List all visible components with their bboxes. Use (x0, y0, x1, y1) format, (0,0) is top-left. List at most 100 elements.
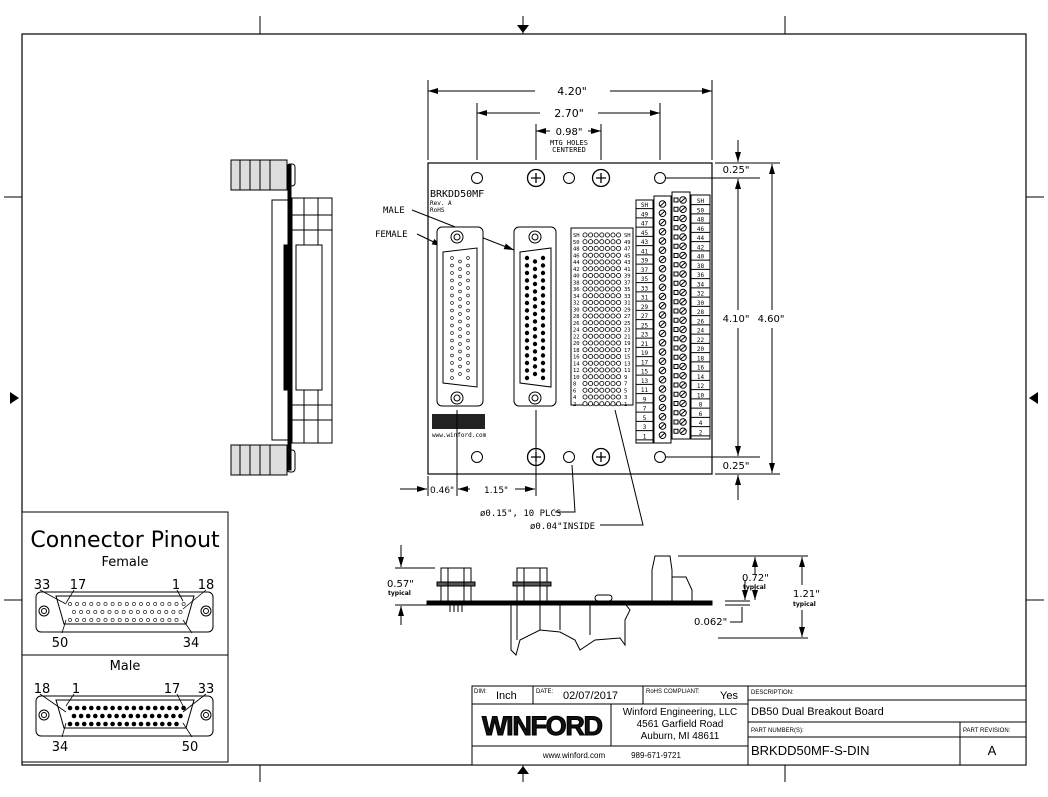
terminal-label-left: 9 (643, 396, 647, 403)
header-pad (616, 387, 622, 393)
date-value: 02/07/2017 (563, 690, 618, 702)
header-pad (610, 401, 616, 407)
terminal-label-right: 22 (697, 337, 705, 344)
male-pin-18: 18 (34, 682, 51, 697)
female-pin (450, 316, 454, 320)
bottom-dimensions (400, 409, 644, 526)
terminal-label-right: 2 (699, 429, 703, 436)
female-pin (174, 602, 179, 606)
male-pin (524, 353, 530, 358)
header-pad (593, 360, 599, 366)
terminal-label-left: 19 (641, 350, 649, 357)
male-pin (71, 713, 77, 719)
header-pad (593, 245, 599, 251)
terminal-release-icon (673, 317, 679, 323)
male-pin (532, 281, 538, 287)
terminal-screw-slot (680, 262, 686, 268)
terminal-screw-slot (659, 229, 666, 235)
terminal-label-right: 48 (697, 217, 705, 224)
female-pin (110, 602, 115, 606)
male-pin (89, 721, 94, 727)
board-rev: Rev. A (430, 200, 452, 207)
header-grid-label-right: 35 (624, 287, 631, 293)
terminal-label-left: 21 (641, 341, 649, 348)
part-number-value: BRKDD50MF-S-DIN (751, 743, 869, 758)
header-pad (593, 252, 599, 258)
male-pin (540, 375, 546, 381)
header-pad (593, 232, 599, 238)
header-pad (604, 252, 610, 258)
male-pin (540, 338, 546, 343)
header-pad (604, 293, 610, 299)
header-pad (604, 279, 610, 285)
female-pin (458, 319, 462, 324)
terminal-label-left: 27 (641, 313, 649, 320)
header-pad (616, 401, 622, 407)
male-pin (532, 334, 538, 339)
terminal-screw-slot (659, 367, 666, 374)
center-arrow-top-icon (517, 25, 529, 33)
male-pin (81, 705, 87, 711)
male-pin (532, 274, 538, 279)
terminal-release-icon (673, 280, 679, 286)
header-grid-label-left: SH (573, 233, 580, 239)
header-pad (616, 326, 622, 332)
female-pin (450, 308, 454, 313)
header-grid-label-right: 25 (624, 321, 631, 327)
header-pad (582, 340, 588, 346)
female-pin (146, 602, 151, 606)
header-pad (616, 360, 622, 366)
terminal-label-left: 7 (643, 406, 647, 413)
female-pin (450, 256, 454, 260)
header-grid-label-left: 20 (573, 341, 580, 347)
header-grid-label-right: 21 (624, 334, 631, 340)
header-pad (604, 394, 610, 400)
female-pin (82, 602, 87, 606)
header-grid-label-right: 41 (624, 267, 631, 273)
male-pin (532, 341, 538, 347)
female-pin (450, 293, 454, 298)
male-pin (135, 713, 141, 719)
terminal-label-left: 45 (641, 230, 649, 237)
header-grid-label-right: 1 (624, 402, 627, 408)
terminal-label-right: 14 (697, 374, 705, 381)
header-pad (582, 401, 588, 407)
male-pin (178, 713, 183, 719)
terminal-release-icon (673, 364, 679, 369)
male-pin-1: 1 (72, 682, 80, 697)
terminal-label-right: 46 (697, 226, 705, 233)
header-pad (604, 245, 610, 251)
terminal-label-left: 47 (641, 221, 649, 228)
terminal-screw-slot (659, 377, 666, 383)
female-pin (450, 263, 454, 268)
header-pad (610, 232, 616, 238)
header-pad (604, 401, 610, 407)
header-pad (610, 299, 616, 305)
terminal-label-right: 34 (697, 281, 705, 288)
terminal-label-left: 35 (641, 276, 649, 283)
male-pin (532, 259, 538, 264)
header-pad (582, 380, 588, 386)
header-pad (604, 306, 610, 312)
male-pin (93, 713, 98, 719)
header-pad (593, 394, 599, 400)
dim-pcb-thickness: 0.062" (694, 617, 727, 628)
terminal-screw-slot (680, 382, 686, 388)
male-pin (156, 713, 162, 719)
female-pin (79, 610, 84, 614)
header-grid-label-right: 13 (624, 361, 631, 367)
description-label: DESCRIPTION: (751, 690, 794, 696)
board-logo-url: www.winford.com (432, 432, 487, 439)
female-pin (124, 602, 129, 606)
terminal-release-icon (673, 373, 679, 379)
header-pad (588, 401, 594, 407)
female-pin (160, 618, 165, 622)
header-grid-label-left: 30 (573, 307, 580, 313)
header-pad (604, 360, 610, 366)
header-pad (610, 252, 616, 258)
header-pad (616, 299, 622, 305)
terminal-label-left: 43 (641, 239, 649, 246)
header-grid-label-right: 45 (624, 253, 631, 259)
female-pin (143, 610, 147, 614)
